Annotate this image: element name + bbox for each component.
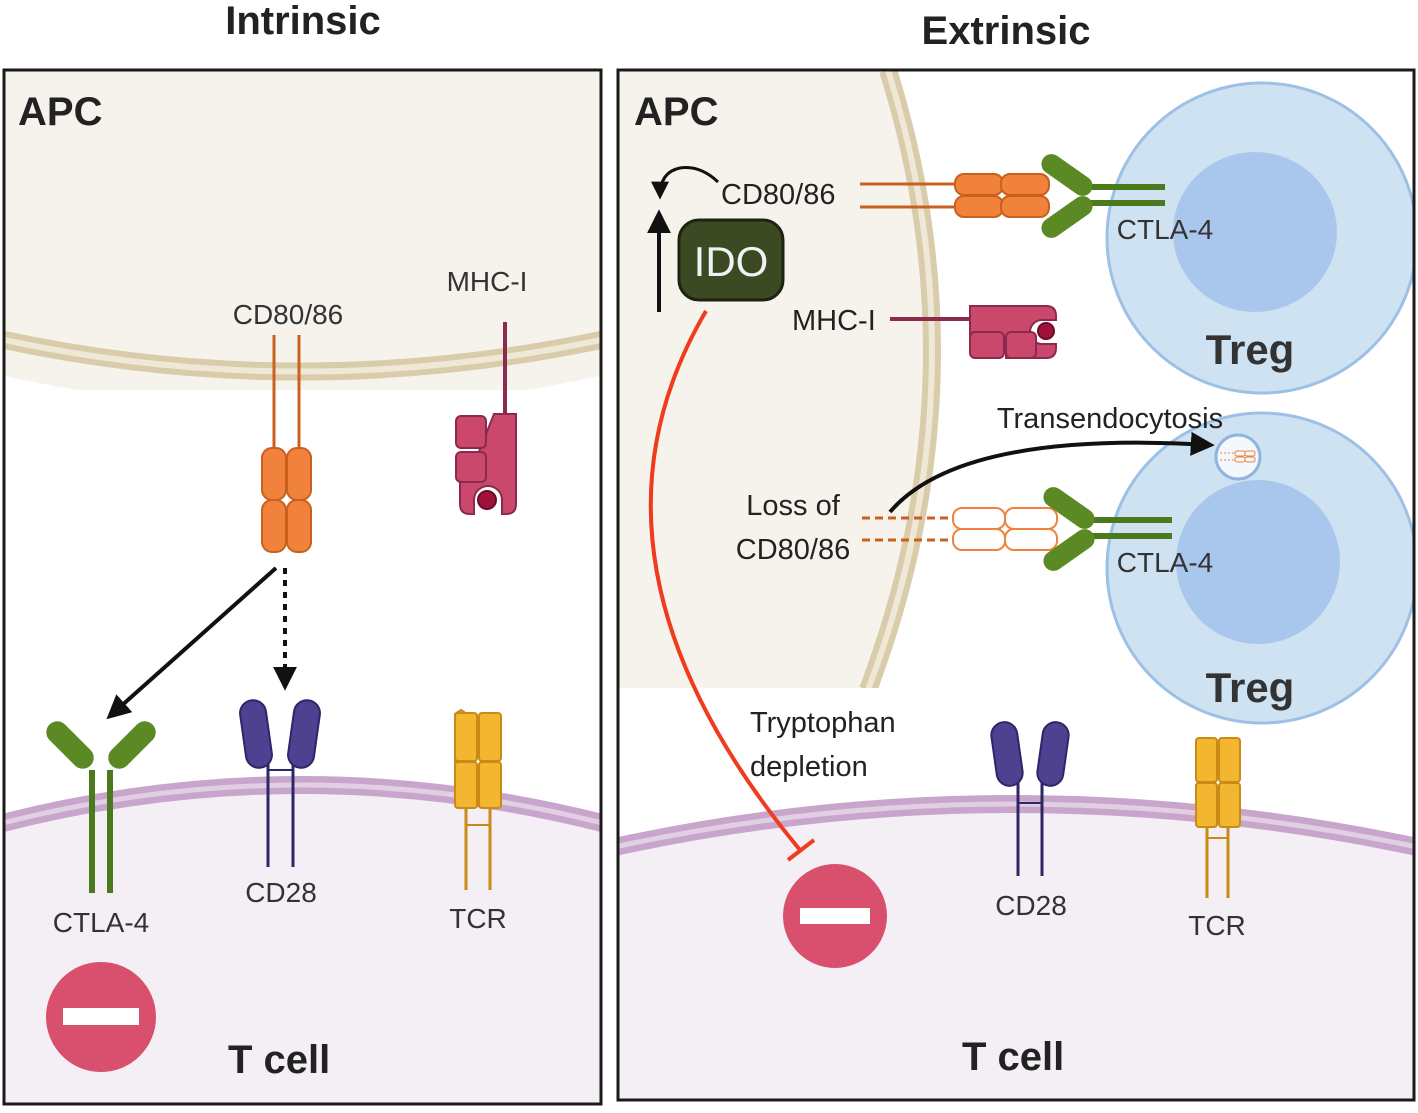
- ctla4-binding-arrow: [106, 566, 278, 720]
- apc-label-extrinsic: APC: [634, 90, 718, 134]
- intrinsic-title: Intrinsic: [225, 0, 381, 43]
- mhc-label-extrinsic: MHC-I: [792, 305, 876, 337]
- apc-membrane: [4, 70, 601, 372]
- transendocytosis-label: Transendocytosis: [997, 403, 1223, 435]
- extrinsic-title: Extrinsic: [922, 9, 1091, 53]
- cd80-86-receptor: [261, 335, 312, 553]
- ctla4-receptor: [46, 721, 156, 893]
- ido-label: IDO: [694, 238, 769, 285]
- apc-label: APC: [18, 90, 102, 134]
- tcr-receptor-extrinsic: [1195, 737, 1241, 898]
- treg-cell-bottom: [1105, 411, 1414, 725]
- treg-label-bottom: Treg: [1206, 664, 1295, 711]
- ctla4-label: CTLA-4: [53, 907, 149, 938]
- mhc-label: MHC-I: [447, 266, 528, 297]
- loss-label-line1: Loss of: [746, 490, 840, 522]
- lost-cd80-86-receptor: [862, 507, 1058, 551]
- cd28-receptor: [239, 699, 321, 867]
- ctla4-receptor-top: [1041, 154, 1165, 238]
- cd80-label-extrinsic: CD80/86: [721, 179, 835, 211]
- ctla4-receptor-bottom: [1043, 487, 1172, 571]
- intrinsic-panel: [4, 70, 601, 1104]
- inhibition-icon: [46, 962, 156, 1072]
- cd28-label: CD28: [245, 877, 317, 908]
- mhc-i-receptor-extrinsic: [890, 305, 1057, 359]
- loss-label-line2: CD80/86: [736, 534, 850, 566]
- ctla4-label-top: CTLA-4: [1117, 214, 1213, 245]
- tcr-label: TCR: [449, 903, 507, 934]
- extrinsic-panel: [618, 70, 1414, 1100]
- cd28-receptor-extrinsic: [990, 721, 1070, 876]
- treg-cell-top: [1105, 81, 1414, 395]
- cd80-label: CD80/86: [233, 299, 344, 330]
- cd80-86-receptor-extrinsic: [860, 173, 1050, 218]
- endocytic-vesicle: [1214, 433, 1262, 481]
- tcr-label-extrinsic: TCR: [1188, 910, 1246, 941]
- inhibition-bar: [786, 838, 816, 862]
- extrinsic-panel-frame: [616, 68, 1416, 1102]
- cd28-label-extrinsic: CD28: [995, 890, 1067, 921]
- ctla4-label-bottom: CTLA-4: [1117, 547, 1213, 578]
- treg-label-top: Treg: [1206, 326, 1295, 373]
- tcell-label-extrinsic: T cell: [962, 1035, 1064, 1079]
- tcr-receptor: [454, 708, 502, 890]
- mhc-i-receptor: [455, 322, 517, 515]
- tryptophan-label-line2: depletion: [750, 751, 868, 783]
- tryptophan-label-line1: Tryptophan: [750, 707, 896, 739]
- tryptophan-inhibition-line: [648, 309, 802, 852]
- transendocytosis-arrow: [888, 431, 1215, 514]
- inhibition-icon-extrinsic: [783, 864, 887, 968]
- ido-enzyme: IDO: [677, 218, 785, 302]
- intrinsic-panel-frame: [2, 68, 603, 1106]
- cd80-signal-arrow: [651, 166, 720, 200]
- tcell-label: T cell: [228, 1038, 330, 1082]
